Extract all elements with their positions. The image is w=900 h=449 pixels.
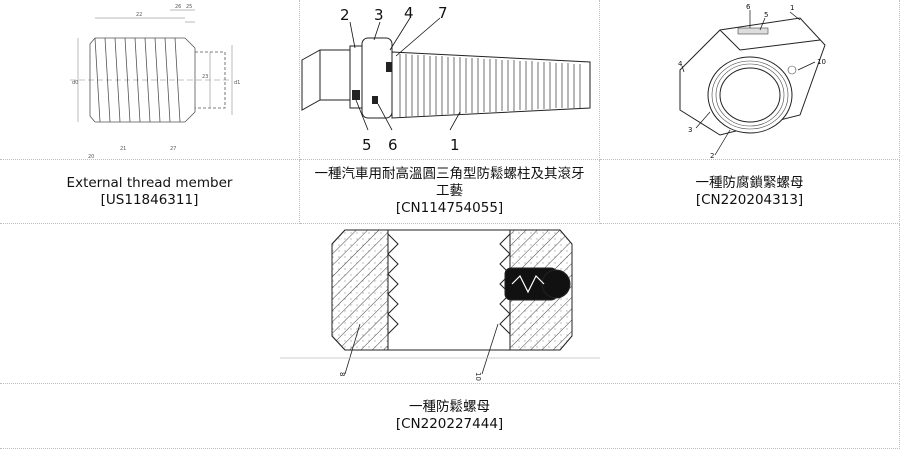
patent-number: [CN220204313] <box>696 192 803 209</box>
bolt-label-7: 7 <box>438 4 448 22</box>
bolt-label-4: 4 <box>404 4 414 22</box>
svg-text:d0: d0 <box>72 80 78 86</box>
stud-bolt-drawing: 2 3 4 7 5 6 1 <box>300 0 600 160</box>
patent-drawing-anticorrosion-nut: 6 5 1 4 10 3 2 <box>600 0 900 160</box>
external-thread-drawing: 222625 d023d1 202127 <box>0 0 300 160</box>
patent-caption-1: External thread member [US11846311] <box>0 160 300 224</box>
nut-label-6: 6 <box>746 3 751 11</box>
svg-text:27: 27 <box>170 146 176 152</box>
nut-label-5: 5 <box>764 11 768 19</box>
svg-text:26: 26 <box>175 4 181 10</box>
bolt-label-6: 6 <box>388 136 398 154</box>
bolt-label-3: 3 <box>374 6 384 24</box>
nut-label-2: 2 <box>710 152 714 160</box>
patent-caption-4: 一種防鬆螺母 [CN220227444] <box>0 384 900 449</box>
patent-drawing-lock-nut: 8 10 <box>0 224 900 384</box>
nut-label-1: 1 <box>790 4 794 12</box>
patent-title: External thread member <box>67 175 233 192</box>
nut-label-3: 3 <box>688 126 692 134</box>
locknut-label-8: 8 <box>338 372 346 376</box>
svg-text:22: 22 <box>136 12 142 18</box>
patent-caption-3: 一種防腐鎖緊螺母 [CN220204313] <box>600 160 900 224</box>
patent-title: 一種防鬆螺母 <box>409 399 490 416</box>
patent-caption-2: 一種汽車用耐高溫圓三角型防鬆螺柱及其滾牙工藝 [CN114754055] <box>300 160 600 224</box>
svg-text:21: 21 <box>120 146 126 152</box>
lock-nut-section-drawing: 8 10 <box>0 224 900 384</box>
patent-drawing-stud-bolt: 2 3 4 7 5 6 1 <box>300 0 600 160</box>
nut-label-10: 10 <box>817 58 826 66</box>
patent-number: [US11846311] <box>101 192 199 209</box>
svg-text:25: 25 <box>186 4 192 10</box>
svg-text:23: 23 <box>202 74 208 80</box>
bolt-label-2: 2 <box>340 6 350 24</box>
svg-text:d1: d1 <box>234 80 240 86</box>
patent-drawing-external-thread: 222625 d023d1 202127 <box>0 0 300 160</box>
lock-nut-labels: 8 10 <box>338 372 482 381</box>
bolt-label-1: 1 <box>450 136 460 154</box>
bolt-label-5: 5 <box>362 136 372 154</box>
nut-label-4: 4 <box>678 60 683 68</box>
hex-nut-drawing: 6 5 1 4 10 3 2 <box>600 0 900 160</box>
patent-title: 一種防腐鎖緊螺母 <box>696 175 804 192</box>
locknut-label-10: 10 <box>474 372 482 381</box>
patent-number: [CN114754055] <box>396 200 503 217</box>
patent-number: [CN220227444] <box>396 416 503 433</box>
patent-title: 一種汽車用耐高溫圓三角型防鬆螺柱及其滾牙工藝 <box>310 166 590 200</box>
